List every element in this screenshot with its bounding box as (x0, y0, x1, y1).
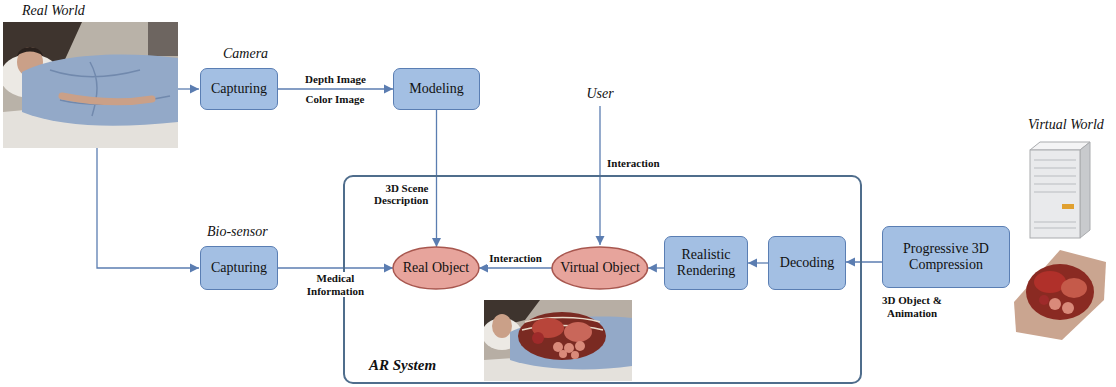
edge-label: Depth Image (303, 73, 368, 86)
ar-photo (575, 341, 585, 351)
node-label: Modeling (409, 81, 463, 97)
node-label: Real Object (403, 260, 469, 276)
server-icon (1030, 142, 1090, 238)
object-ellipse: Real Object (392, 246, 480, 290)
ar-photo (518, 312, 606, 360)
patient-photo (50, 62, 170, 116)
process-box: Realistic Rendering (664, 236, 748, 290)
feed-line (178, 88, 199, 89)
ar-photo (492, 314, 512, 338)
anatomy-model (1061, 278, 1087, 298)
ar-photo (571, 351, 579, 359)
process-box: Decoding (768, 236, 846, 290)
flow-label: Color Image (306, 93, 365, 106)
flow-arrow (748, 262, 768, 263)
flow-arrow (436, 110, 437, 247)
ar-photo (484, 300, 632, 381)
feed-line (97, 148, 199, 268)
server-icon (1030, 150, 1080, 238)
anatomy-model (1039, 295, 1049, 305)
node-label: Virtual Object (560, 260, 640, 276)
patient-photo (22, 54, 178, 125)
ellipse-outline (552, 247, 648, 289)
node-label: Capturing (211, 260, 267, 276)
process-box: Progressive 3D Compression (882, 226, 1010, 288)
edge-label: 3D Scene Description (347, 182, 431, 207)
feed-line (97, 89, 600, 268)
anatomy-model (1026, 264, 1094, 320)
node-label: Progressive 3D Compression (888, 241, 1004, 273)
flow-label: Interaction (607, 157, 660, 170)
capture-box: Bio-sensorCapturing (200, 246, 278, 290)
ellipse-outline (393, 247, 479, 289)
node-label: Decoding (780, 255, 834, 271)
flow-arrow (846, 261, 882, 262)
process-box: Modeling (393, 68, 480, 110)
server-icon (1034, 160, 1076, 228)
patient-photo (3, 22, 178, 148)
node-label: Capturing (211, 81, 267, 97)
flow-arrow (278, 88, 393, 89)
ar-photo (564, 322, 592, 342)
flow-arrow (278, 267, 393, 268)
region-title: Real World (22, 3, 85, 19)
node-label: AR System (369, 357, 436, 374)
patient-photo (62, 96, 152, 102)
server-icon (1080, 142, 1090, 238)
edge-label: Interaction (487, 252, 544, 265)
anatomy-model (1049, 298, 1061, 310)
server-icon (1062, 204, 1074, 209)
actor-label: User (586, 86, 613, 102)
flow-arrow (648, 267, 664, 268)
flow-label: 3D Object & Animation (876, 294, 948, 319)
patient-photo (3, 22, 178, 148)
anatomy-model (1014, 250, 1106, 340)
object-ellipse: Virtual Object (551, 246, 649, 290)
anatomy-model (1014, 250, 1106, 340)
ar-photo (532, 332, 544, 344)
heading-label: Bio-sensor (207, 224, 268, 240)
anatomy-model (1062, 302, 1074, 314)
region-title: Virtual World (1028, 117, 1104, 133)
patient-photo (148, 22, 178, 56)
patient-photo (17, 47, 43, 56)
capture-box: CameraCapturing (200, 68, 278, 110)
edge-label: Medical Information (298, 272, 374, 297)
ar-photo (559, 350, 567, 358)
heading-label: Camera (223, 46, 268, 62)
node-label: Realistic Rendering (670, 247, 742, 279)
flow-arrow (479, 267, 552, 268)
